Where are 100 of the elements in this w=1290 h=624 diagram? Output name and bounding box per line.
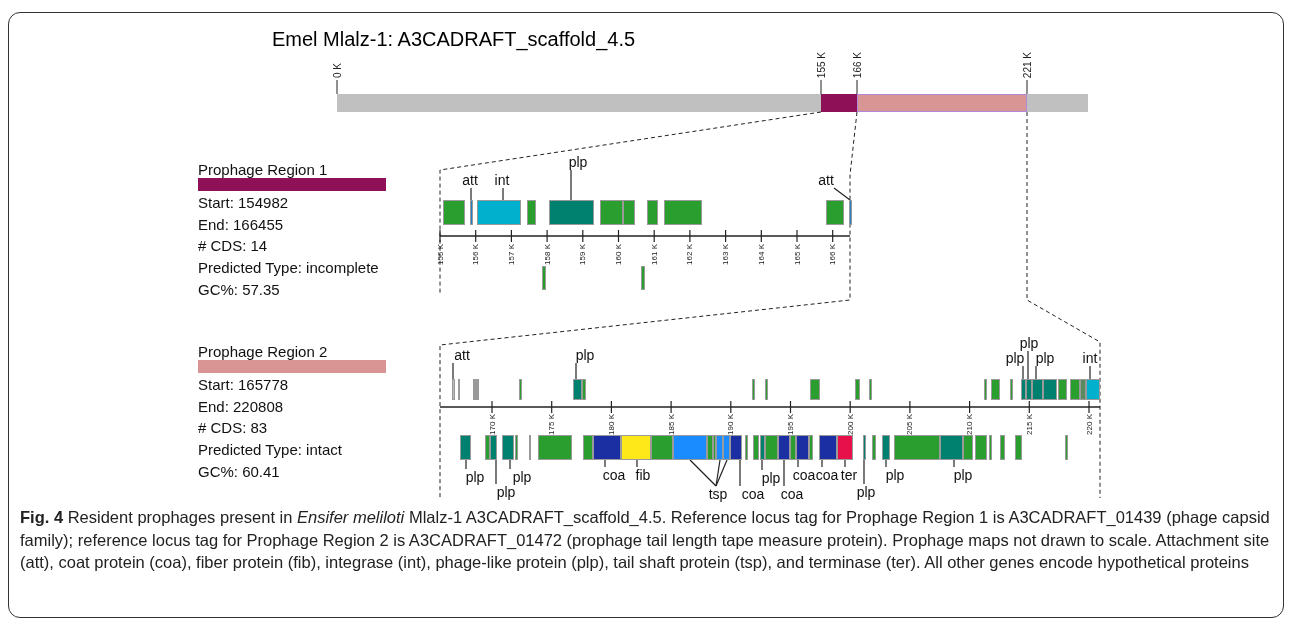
leader-line bbox=[863, 459, 865, 485]
info-text: GC%: 57.35 bbox=[198, 280, 280, 299]
gene-block bbox=[940, 435, 963, 460]
gene-label: plp bbox=[465, 469, 485, 485]
gene-label: plp bbox=[512, 469, 532, 485]
tick-label: 162 K bbox=[685, 244, 695, 265]
gene-block bbox=[1032, 379, 1043, 400]
info-text: # CDS: 14 bbox=[198, 237, 268, 256]
gene-label: plp bbox=[568, 154, 588, 170]
tick-label: 159 K bbox=[578, 244, 588, 265]
gene-block bbox=[760, 435, 765, 460]
tick-label: 160 K bbox=[614, 244, 623, 265]
leader-line bbox=[715, 459, 728, 487]
tick-label: 155 K bbox=[815, 52, 827, 79]
tick-label: 205 K bbox=[905, 414, 915, 435]
leader-line bbox=[1022, 365, 1024, 380]
tick-label: 210 K bbox=[965, 414, 975, 435]
leader-line bbox=[844, 459, 846, 468]
leader-line bbox=[885, 459, 887, 468]
info-text: # CDS: 83 bbox=[198, 419, 268, 438]
tick-label: 170 K bbox=[487, 414, 497, 435]
tick-label: 165 K bbox=[792, 244, 802, 265]
gene-block bbox=[1086, 379, 1100, 400]
gene-label: coa bbox=[780, 486, 804, 502]
leader-line bbox=[953, 459, 955, 468]
info-text: Predicted Type: incomplete bbox=[198, 259, 379, 278]
leader-line bbox=[570, 169, 572, 201]
gene-block bbox=[477, 200, 521, 225]
leader-line bbox=[1089, 365, 1091, 380]
gene-label: plp bbox=[1005, 350, 1025, 366]
region-heading: Prophage Region 2 bbox=[198, 343, 328, 361]
gene-block bbox=[849, 200, 852, 225]
gene-block bbox=[882, 435, 890, 460]
gene-label: fib bbox=[635, 467, 651, 483]
region-heading: Prophage Region 1 bbox=[198, 161, 328, 179]
gene-block bbox=[796, 435, 809, 460]
gene-label: plp bbox=[1019, 335, 1039, 351]
tick-label: 166 K bbox=[828, 244, 838, 265]
tick-label: 221 K bbox=[1021, 52, 1033, 79]
gene-block bbox=[778, 435, 790, 460]
leader-line bbox=[604, 459, 606, 468]
leader-line bbox=[833, 187, 851, 201]
info-text: GC%: 60.41 bbox=[198, 462, 280, 481]
gene-block bbox=[673, 435, 707, 460]
leader-line bbox=[821, 459, 823, 468]
gene-block bbox=[716, 435, 723, 460]
tick-label: 175 K bbox=[547, 414, 557, 435]
tick-label: 0 K bbox=[331, 63, 343, 78]
leader-line bbox=[470, 187, 472, 201]
tick-label: 156 K bbox=[471, 244, 481, 265]
gene-block bbox=[863, 435, 866, 460]
leader-line bbox=[761, 459, 763, 471]
leader-line bbox=[502, 187, 504, 201]
gene-label: coa bbox=[741, 486, 765, 502]
tick-label: 163 K bbox=[721, 244, 731, 265]
tick-label: 195 K bbox=[786, 414, 795, 435]
gene-label: plp bbox=[856, 484, 876, 500]
gene-label: plp bbox=[1035, 350, 1055, 366]
gene-label: coa bbox=[815, 467, 839, 483]
gene-label: coa bbox=[602, 467, 626, 483]
gene-block bbox=[1021, 379, 1026, 400]
gene-block bbox=[460, 435, 471, 460]
info-text: End: 220808 bbox=[198, 397, 284, 416]
gene-label: plp bbox=[496, 484, 516, 500]
tick-label: 157 K bbox=[506, 244, 516, 265]
leader-line bbox=[495, 459, 497, 485]
tick-label: 180 K bbox=[606, 414, 616, 435]
gene-block bbox=[490, 435, 497, 460]
tick-label: 166 K bbox=[851, 52, 863, 79]
gene-block bbox=[730, 435, 742, 460]
tick-label: 161 K bbox=[649, 244, 659, 265]
gene-label: plp bbox=[575, 347, 595, 363]
gene-label: int bbox=[494, 172, 510, 188]
gene-block bbox=[549, 200, 594, 225]
info-text: Start: 165778 bbox=[198, 376, 289, 394]
gene-block bbox=[1026, 379, 1032, 400]
gene-label: att bbox=[818, 172, 834, 188]
gene-block bbox=[502, 435, 514, 460]
tick-label: 200 K bbox=[845, 414, 855, 435]
caption: Fig. 4 Resident prophages present in Ensifer meliloti Mlalz-1 A3CADRAFT_scaffold_4.5. Reference locus tag for Prophage Region 1 is A3CADRAFT_01439 (phage capsid family); reference locus tag for Prophage Region 2 is A3CADRAFT_01472 (prophage tail length tape measure protein). Prophage maps not drawn to scale. Attachment site (att), coat protein (coa), fiber protein (fib), integrase (int), phage-like protein (plp), tail shaft protein (tsp), and terminase (ter). All other genes encode hypothetical proteins bbox=[20, 507, 1271, 573]
tick-label: 185 K bbox=[666, 414, 676, 435]
leader-line bbox=[452, 362, 454, 380]
leader-line bbox=[783, 459, 785, 487]
gene-block bbox=[470, 200, 473, 225]
leader-line bbox=[509, 459, 511, 470]
gene-label: plp bbox=[953, 467, 973, 483]
gene-label: att bbox=[454, 347, 470, 363]
leader-line bbox=[739, 459, 741, 487]
gene-label: plp bbox=[885, 467, 905, 483]
gene-label: tsp bbox=[708, 486, 728, 502]
info-text: End: 166455 bbox=[198, 215, 284, 234]
tick-label: 158 K bbox=[542, 244, 552, 265]
tick-label: 220 K bbox=[1084, 414, 1094, 435]
leader-line bbox=[689, 459, 717, 487]
gene-block bbox=[573, 379, 582, 400]
gene-block bbox=[723, 435, 730, 460]
gene-label: plp bbox=[761, 470, 781, 486]
leader-line bbox=[1027, 350, 1029, 380]
info-text: Start: 154982 bbox=[198, 194, 289, 212]
leader-line bbox=[1035, 365, 1037, 380]
